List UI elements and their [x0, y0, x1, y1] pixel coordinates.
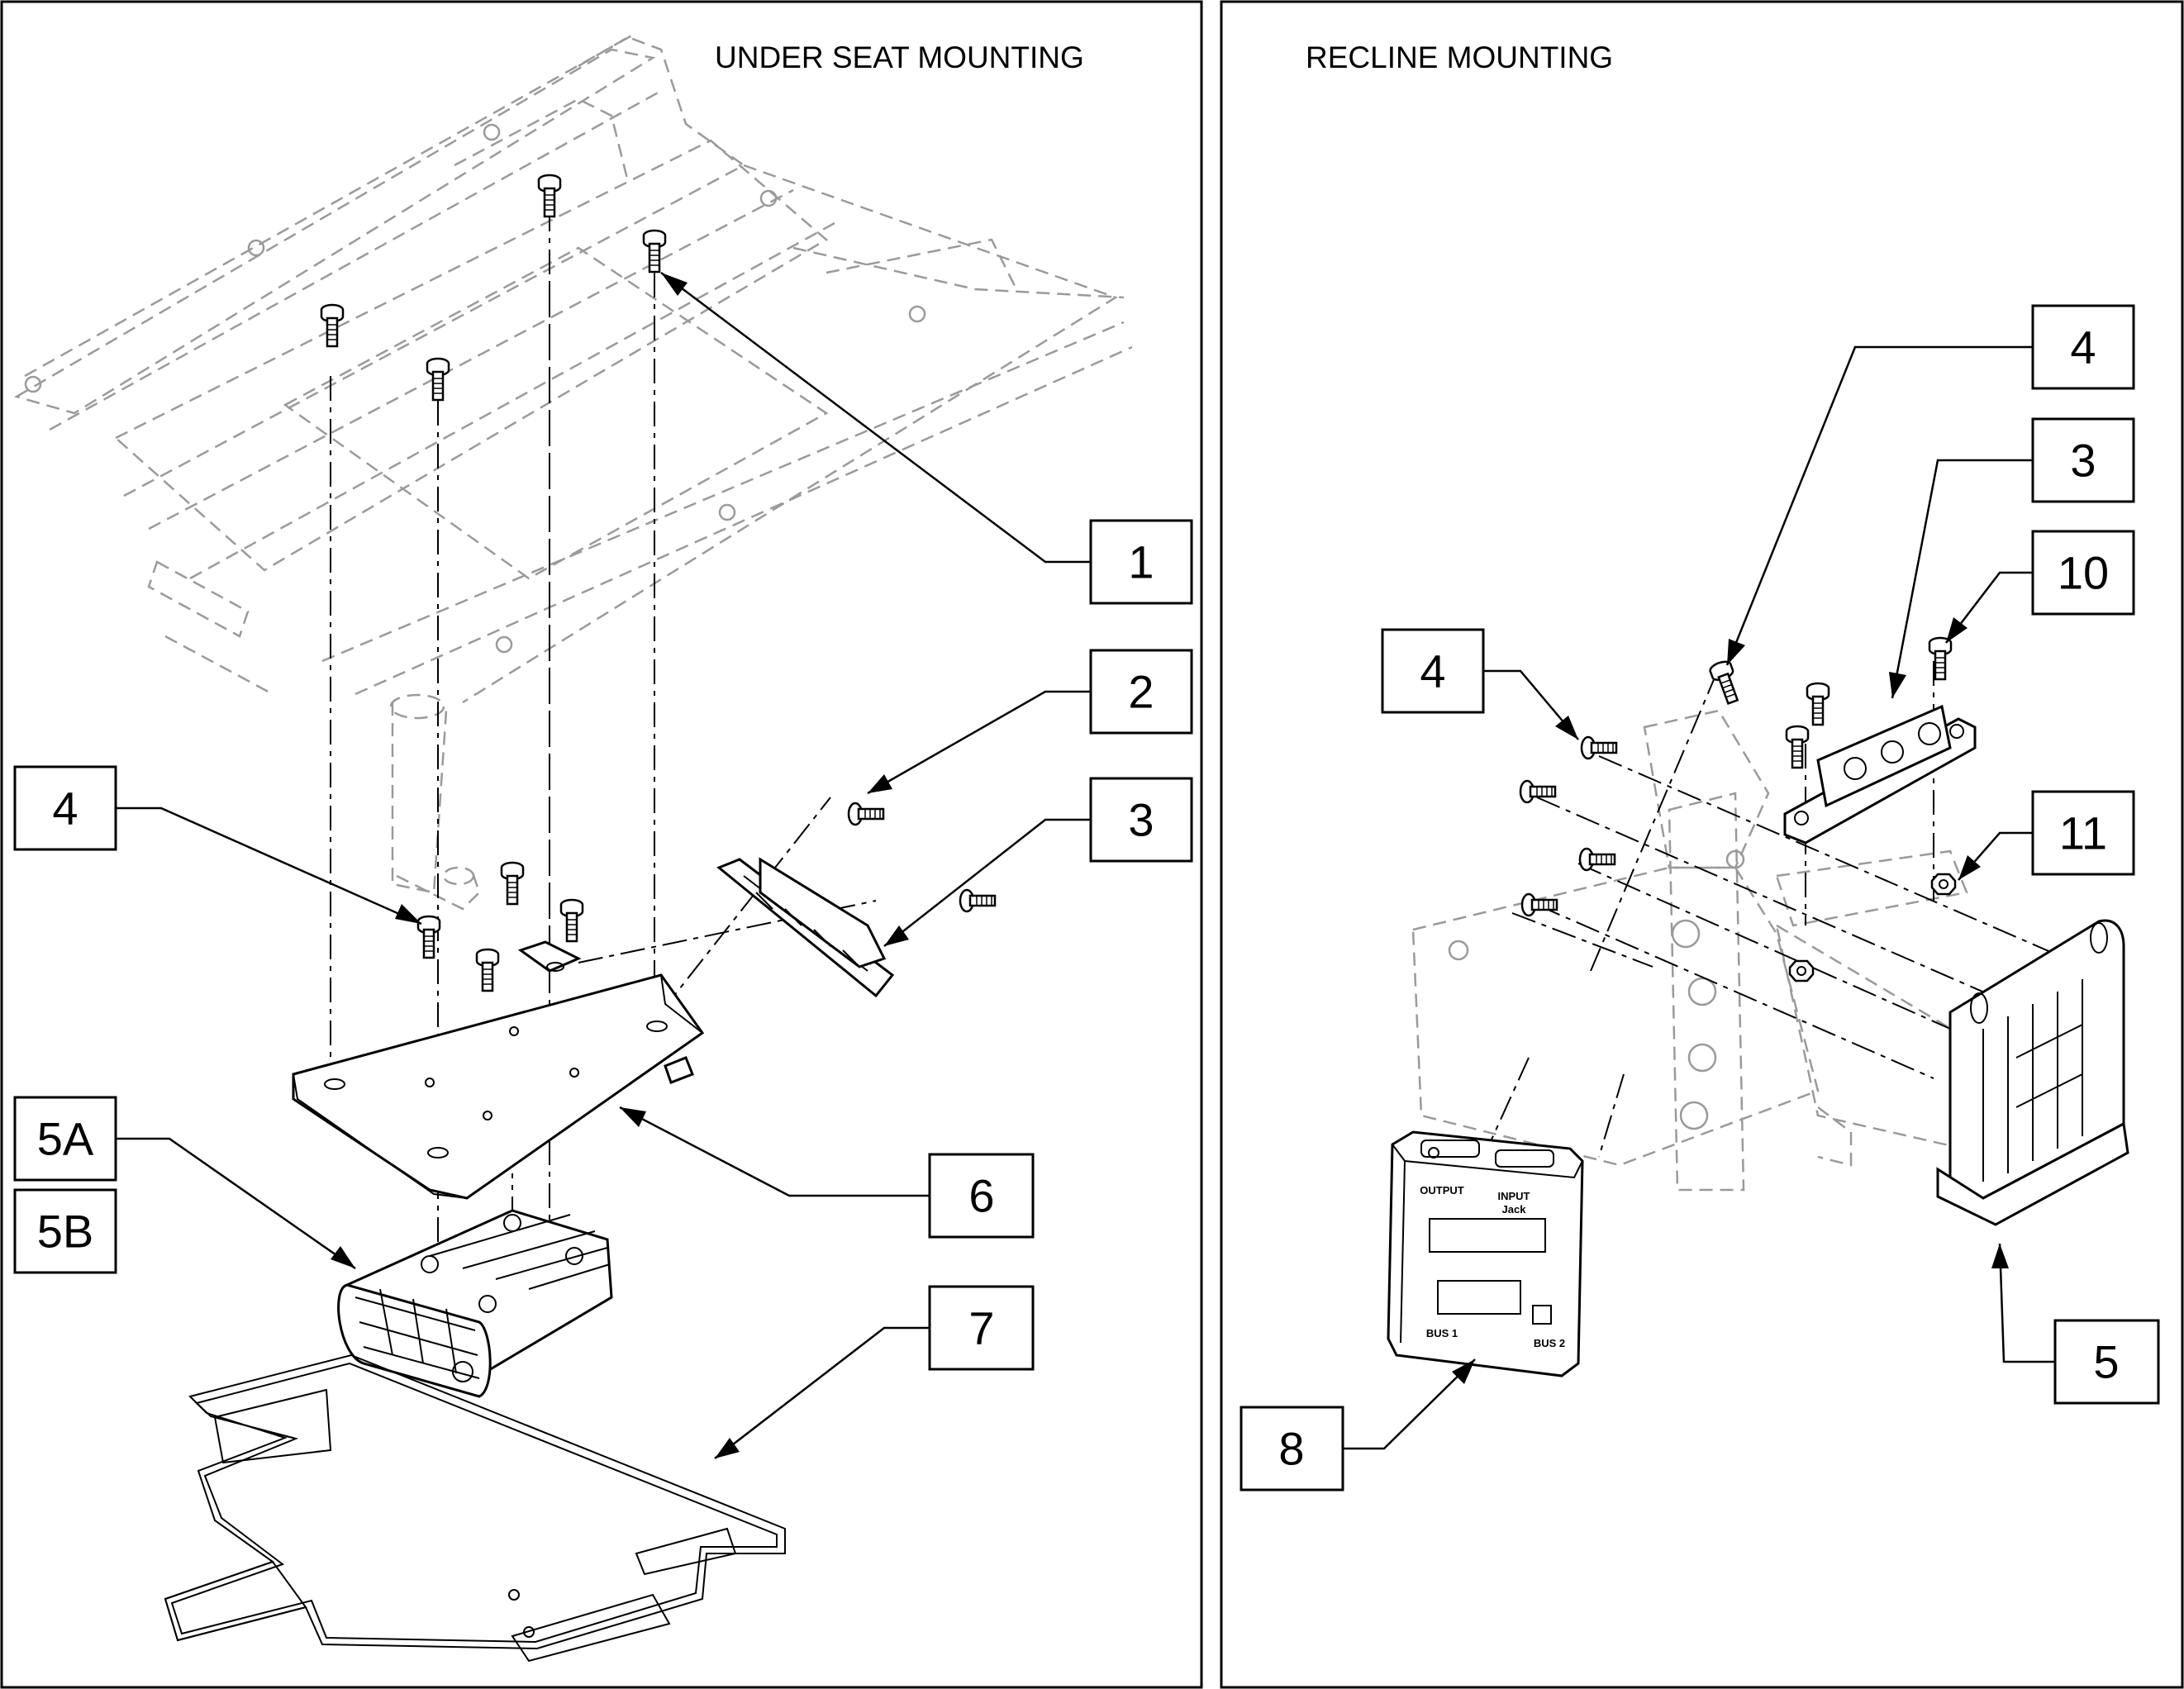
- input-label: INPUT: [1498, 1190, 1530, 1202]
- svg-text:4: 4: [1420, 645, 1445, 697]
- seat-frame-screws: [320, 174, 667, 402]
- svg-text:4: 4: [2070, 321, 2096, 373]
- recline-title: RECLINE MOUNTING: [1306, 40, 1613, 74]
- jack-label: Jack: [1502, 1203, 1527, 1216]
- callout-rc-3: 3: [2031, 417, 2135, 503]
- svg-text:6: 6: [968, 1170, 994, 1222]
- callout-rc-5: 5: [2053, 1319, 2160, 1405]
- svg-text:5B: 5B: [37, 1206, 94, 1258]
- svg-text:4: 4: [52, 783, 78, 835]
- callout-us-4: 4: [13, 765, 117, 851]
- interface-module: OUTPUT INPUT Jack BUS 1 BUS 2: [1387, 1130, 1584, 1377]
- callout-rc-4-left: 4: [1381, 628, 1485, 714]
- recline-centerlines: [1487, 661, 2067, 1158]
- svg-text:3: 3: [1128, 794, 1154, 846]
- gasket: [164, 1354, 786, 1663]
- svg-text:3: 3: [2070, 435, 2096, 487]
- svg-text:5: 5: [2093, 1336, 2119, 1388]
- svg-text:10: 10: [2058, 547, 2109, 599]
- recline-panel: RECLINE MOUNTING: [1220, 0, 2184, 1689]
- output-label: OUTPUT: [1420, 1184, 1464, 1197]
- mounting-bracket: [292, 940, 705, 1200]
- power-module: [337, 1209, 613, 1398]
- leader-lines: [116, 272, 2055, 1459]
- callout-us-5b: 5B: [13, 1188, 117, 1274]
- svg-text:7: 7: [968, 1302, 994, 1354]
- callout-us-6: 6: [928, 1153, 1035, 1239]
- callout-rc-8: 8: [1240, 1406, 1344, 1492]
- recline-power-module: [1936, 919, 2129, 1226]
- callout-rc-11: 11: [2031, 790, 2135, 876]
- svg-text:2: 2: [1128, 666, 1154, 718]
- callout-us-1: 1: [1089, 519, 1193, 605]
- seat-frame-ghost: [13, 31, 1133, 911]
- under-seat-title: UNDER SEAT MOUNTING: [715, 40, 1084, 74]
- recline-fasteners: [1519, 636, 1957, 982]
- svg-text:5A: 5A: [37, 1113, 94, 1165]
- recline-connector: [1783, 704, 1977, 844]
- callout-us-2: 2: [1089, 649, 1193, 735]
- connector-block: [716, 802, 997, 998]
- callout-rc-4-top: 4: [2031, 304, 2135, 390]
- bus1-label: BUS 1: [1426, 1327, 1458, 1339]
- callout-us-3: 3: [1089, 777, 1193, 863]
- svg-text:8: 8: [1278, 1423, 1304, 1475]
- callout-us-5a: 5A: [13, 1096, 117, 1182]
- callout-us-7: 7: [928, 1285, 1035, 1371]
- recline-bracket-ghost: [1411, 709, 2001, 1192]
- under-seat-panel: UNDER SEAT MOUNTING: [0, 0, 1203, 1689]
- svg-text:1: 1: [1128, 536, 1154, 588]
- svg-text:11: 11: [2059, 807, 2107, 859]
- bus2-label: BUS 2: [1534, 1337, 1565, 1349]
- callout-rc-10: 10: [2031, 530, 2135, 616]
